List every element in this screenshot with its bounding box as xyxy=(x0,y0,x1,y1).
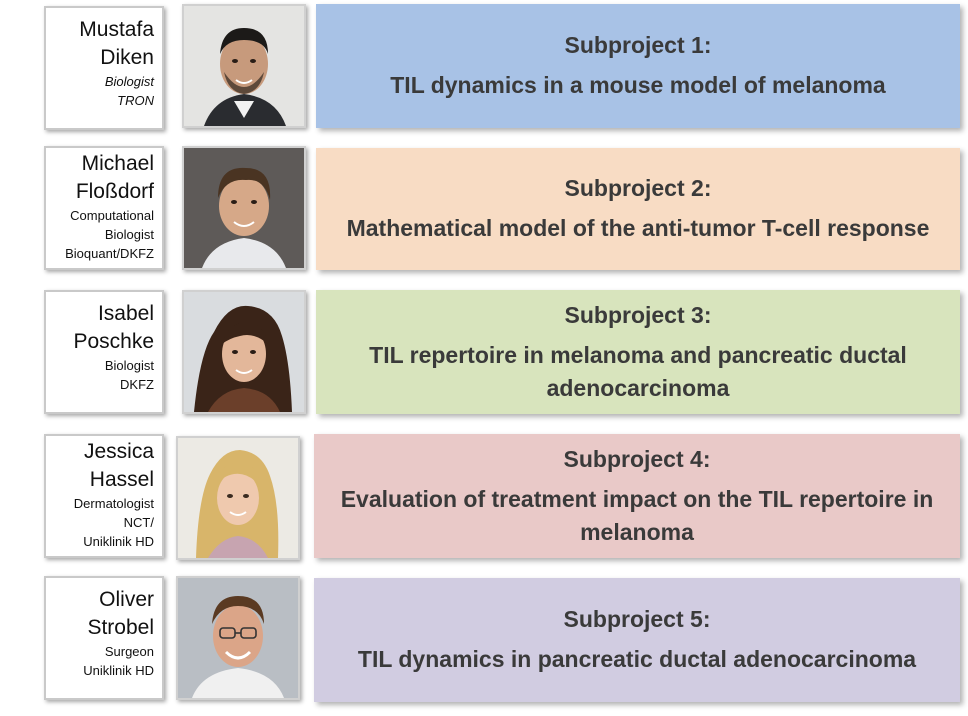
portrait-photo xyxy=(182,4,306,128)
subproject-box: Subproject 4: Evaluation of treatment im… xyxy=(314,434,960,558)
person-card: Isabel Poschke Biologist DKFZ xyxy=(44,290,164,414)
subproject-description: TIL dynamics in pancreatic ductal adenoc… xyxy=(357,646,917,672)
subproject-title: Subproject 4: xyxy=(563,445,711,472)
subproject-title: Subproject 5: xyxy=(563,606,711,632)
person-last-name: Strobel xyxy=(87,616,154,639)
person-role: Biologist xyxy=(104,358,154,373)
subproject-box: Subproject 3: TIL repertoire in melanoma… xyxy=(316,290,960,414)
person-card: Oliver Strobel Surgeon Uniklinik HD xyxy=(44,576,164,700)
person-affiliation: Uniklinik HD xyxy=(83,663,154,678)
subproject-description: TIL repertoire in melanoma and pancreati… xyxy=(369,341,907,401)
person-role: Surgeon xyxy=(104,644,154,659)
person-last-name: Poschke xyxy=(73,330,154,353)
person-card: Jessica Hassel Dermatologist NCT/ Unikli… xyxy=(44,434,164,558)
subproject-box: Subproject 2: Mathematical model of the … xyxy=(316,148,960,270)
person-affiliation: DKFZ xyxy=(120,377,154,392)
person-role: Dermatologist xyxy=(73,496,154,511)
person-first-name: Michael xyxy=(81,152,154,175)
person-card: Michael Floßdorf Computational Biologist… xyxy=(44,146,164,270)
subproject-title: Subproject 2: xyxy=(564,175,712,201)
subproject-box: Subproject 1: TIL dynamics in a mouse mo… xyxy=(316,4,960,128)
subproject-title: Subproject 3: xyxy=(564,301,712,328)
subproject-description: TIL dynamics in a mouse model of melanom… xyxy=(390,72,886,98)
person-last-name: Hassel xyxy=(89,468,154,491)
person-affiliation: TRON xyxy=(117,93,154,108)
person-first-name: Isabel xyxy=(97,302,154,325)
portrait-photo xyxy=(182,146,306,270)
person-last-name: Diken xyxy=(100,46,154,69)
portrait-photo xyxy=(176,436,300,560)
subproject-title: Subproject 1: xyxy=(564,32,712,58)
person-first-name: Oliver xyxy=(99,588,154,611)
person-card: Mustafa Diken Biologist TRON xyxy=(44,6,164,130)
person-role: Biologist xyxy=(104,74,154,89)
person-first-name: Jessica xyxy=(83,440,154,463)
person-role: Computational xyxy=(70,208,154,223)
portrait-photo xyxy=(182,290,306,414)
subproject-description: Mathematical model of the anti-tumor T-c… xyxy=(346,215,930,241)
subproject-description: Evaluation of treatment impact on the TI… xyxy=(340,485,934,545)
person-role: Biologist xyxy=(104,227,154,242)
subproject-box: Subproject 5: TIL dynamics in pancreatic… xyxy=(314,578,960,702)
person-affiliation: NCT/ xyxy=(123,515,154,530)
person-affiliation: Bioquant/DKFZ xyxy=(65,246,154,261)
person-affiliation: Uniklinik HD xyxy=(83,534,154,549)
portrait-photo xyxy=(176,576,300,700)
person-first-name: Mustafa xyxy=(79,18,154,41)
person-last-name: Floßdorf xyxy=(75,180,154,203)
